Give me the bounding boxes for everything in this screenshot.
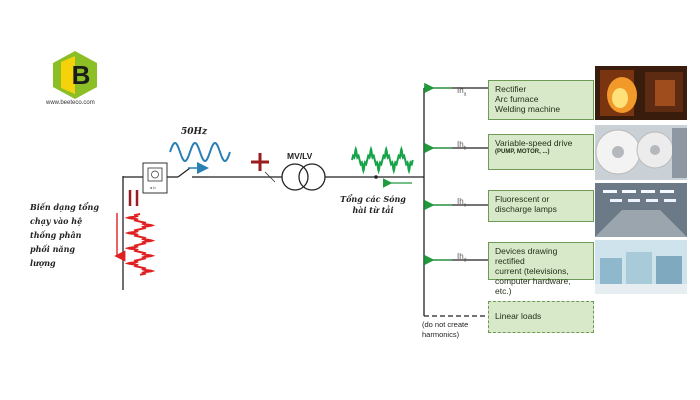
load-box-fluorescent: Fluorescent or discharge lamps [488, 190, 594, 222]
transformer-icon [281, 163, 326, 191]
note-line: harmonics) [422, 330, 460, 339]
load-text: Welding machine [495, 104, 561, 114]
brand-logo-icon [53, 51, 97, 99]
brand-logo-letter: B [71, 60, 91, 90]
load-box-linear: Linear loads [488, 301, 594, 333]
load-text: Linear loads [495, 311, 542, 321]
load-box-rectified-devices: Devices drawing rectified current (telev… [488, 242, 594, 296]
frequency-label: 50Hz [181, 127, 208, 137]
load-text: Arc furnace [495, 94, 539, 104]
sine-wave-50hz [169, 141, 231, 163]
photo-paper-rolls [595, 125, 687, 180]
plus-sign [251, 153, 269, 171]
load-text: Rectifier [495, 84, 527, 94]
distortion-line: phối năng [30, 244, 75, 254]
distortion-line: thống phân [30, 230, 82, 240]
distorted-wave-red [124, 213, 156, 276]
transformer-label: MV/LV [287, 151, 313, 161]
load-box-variable-speed-drive: Variable-speed drive (PUMP, MOTOR, ...) [488, 134, 594, 170]
note-line: (do not create [422, 320, 469, 329]
load-box-rectifier: Rectifier Arc furnace Welding machine [488, 80, 594, 120]
load-text: Variable-speed drive [495, 138, 573, 148]
load-text: Devices drawing rectified [495, 246, 558, 266]
load-text: discharge lamps [495, 204, 557, 214]
switch-icon [167, 167, 208, 178]
load-text: computer hardware, etc.) [495, 276, 571, 296]
ih-label-a: Iha [457, 86, 467, 98]
harmonic-sum-label: Tổng các Sóng hài từ tải [340, 194, 406, 215]
load-text: current (televisions, [495, 266, 569, 276]
ih-label-d: Ihd [457, 252, 467, 264]
distorted-wave-green [351, 145, 414, 175]
brand-website[interactable]: www.beeteco.com [46, 100, 95, 106]
generator-icon: a b [142, 162, 168, 194]
load-text: Fluorescent or [495, 194, 550, 204]
ih-label-c: Ihc [457, 197, 467, 209]
distortion-line: Biến dạng tổng [30, 202, 99, 212]
photo-factory [595, 240, 687, 294]
distortion-line: lượng [30, 258, 56, 268]
photo-furnace [595, 66, 687, 120]
load-subtext: (PUMP, MOTOR, ...) [495, 149, 550, 155]
ih-label-b: Ihb [457, 140, 467, 152]
distortion-line: chạy vào hệ [30, 216, 83, 226]
equals-sign [128, 190, 139, 206]
no-harmonics-note: (do not create harmonics) [422, 320, 468, 340]
distortion-label: Biến dạng tổng chạy vào hệ thống phân ph… [30, 200, 99, 270]
photo-hall-lamps [595, 183, 687, 237]
svg-text:a b: a b [150, 185, 156, 190]
